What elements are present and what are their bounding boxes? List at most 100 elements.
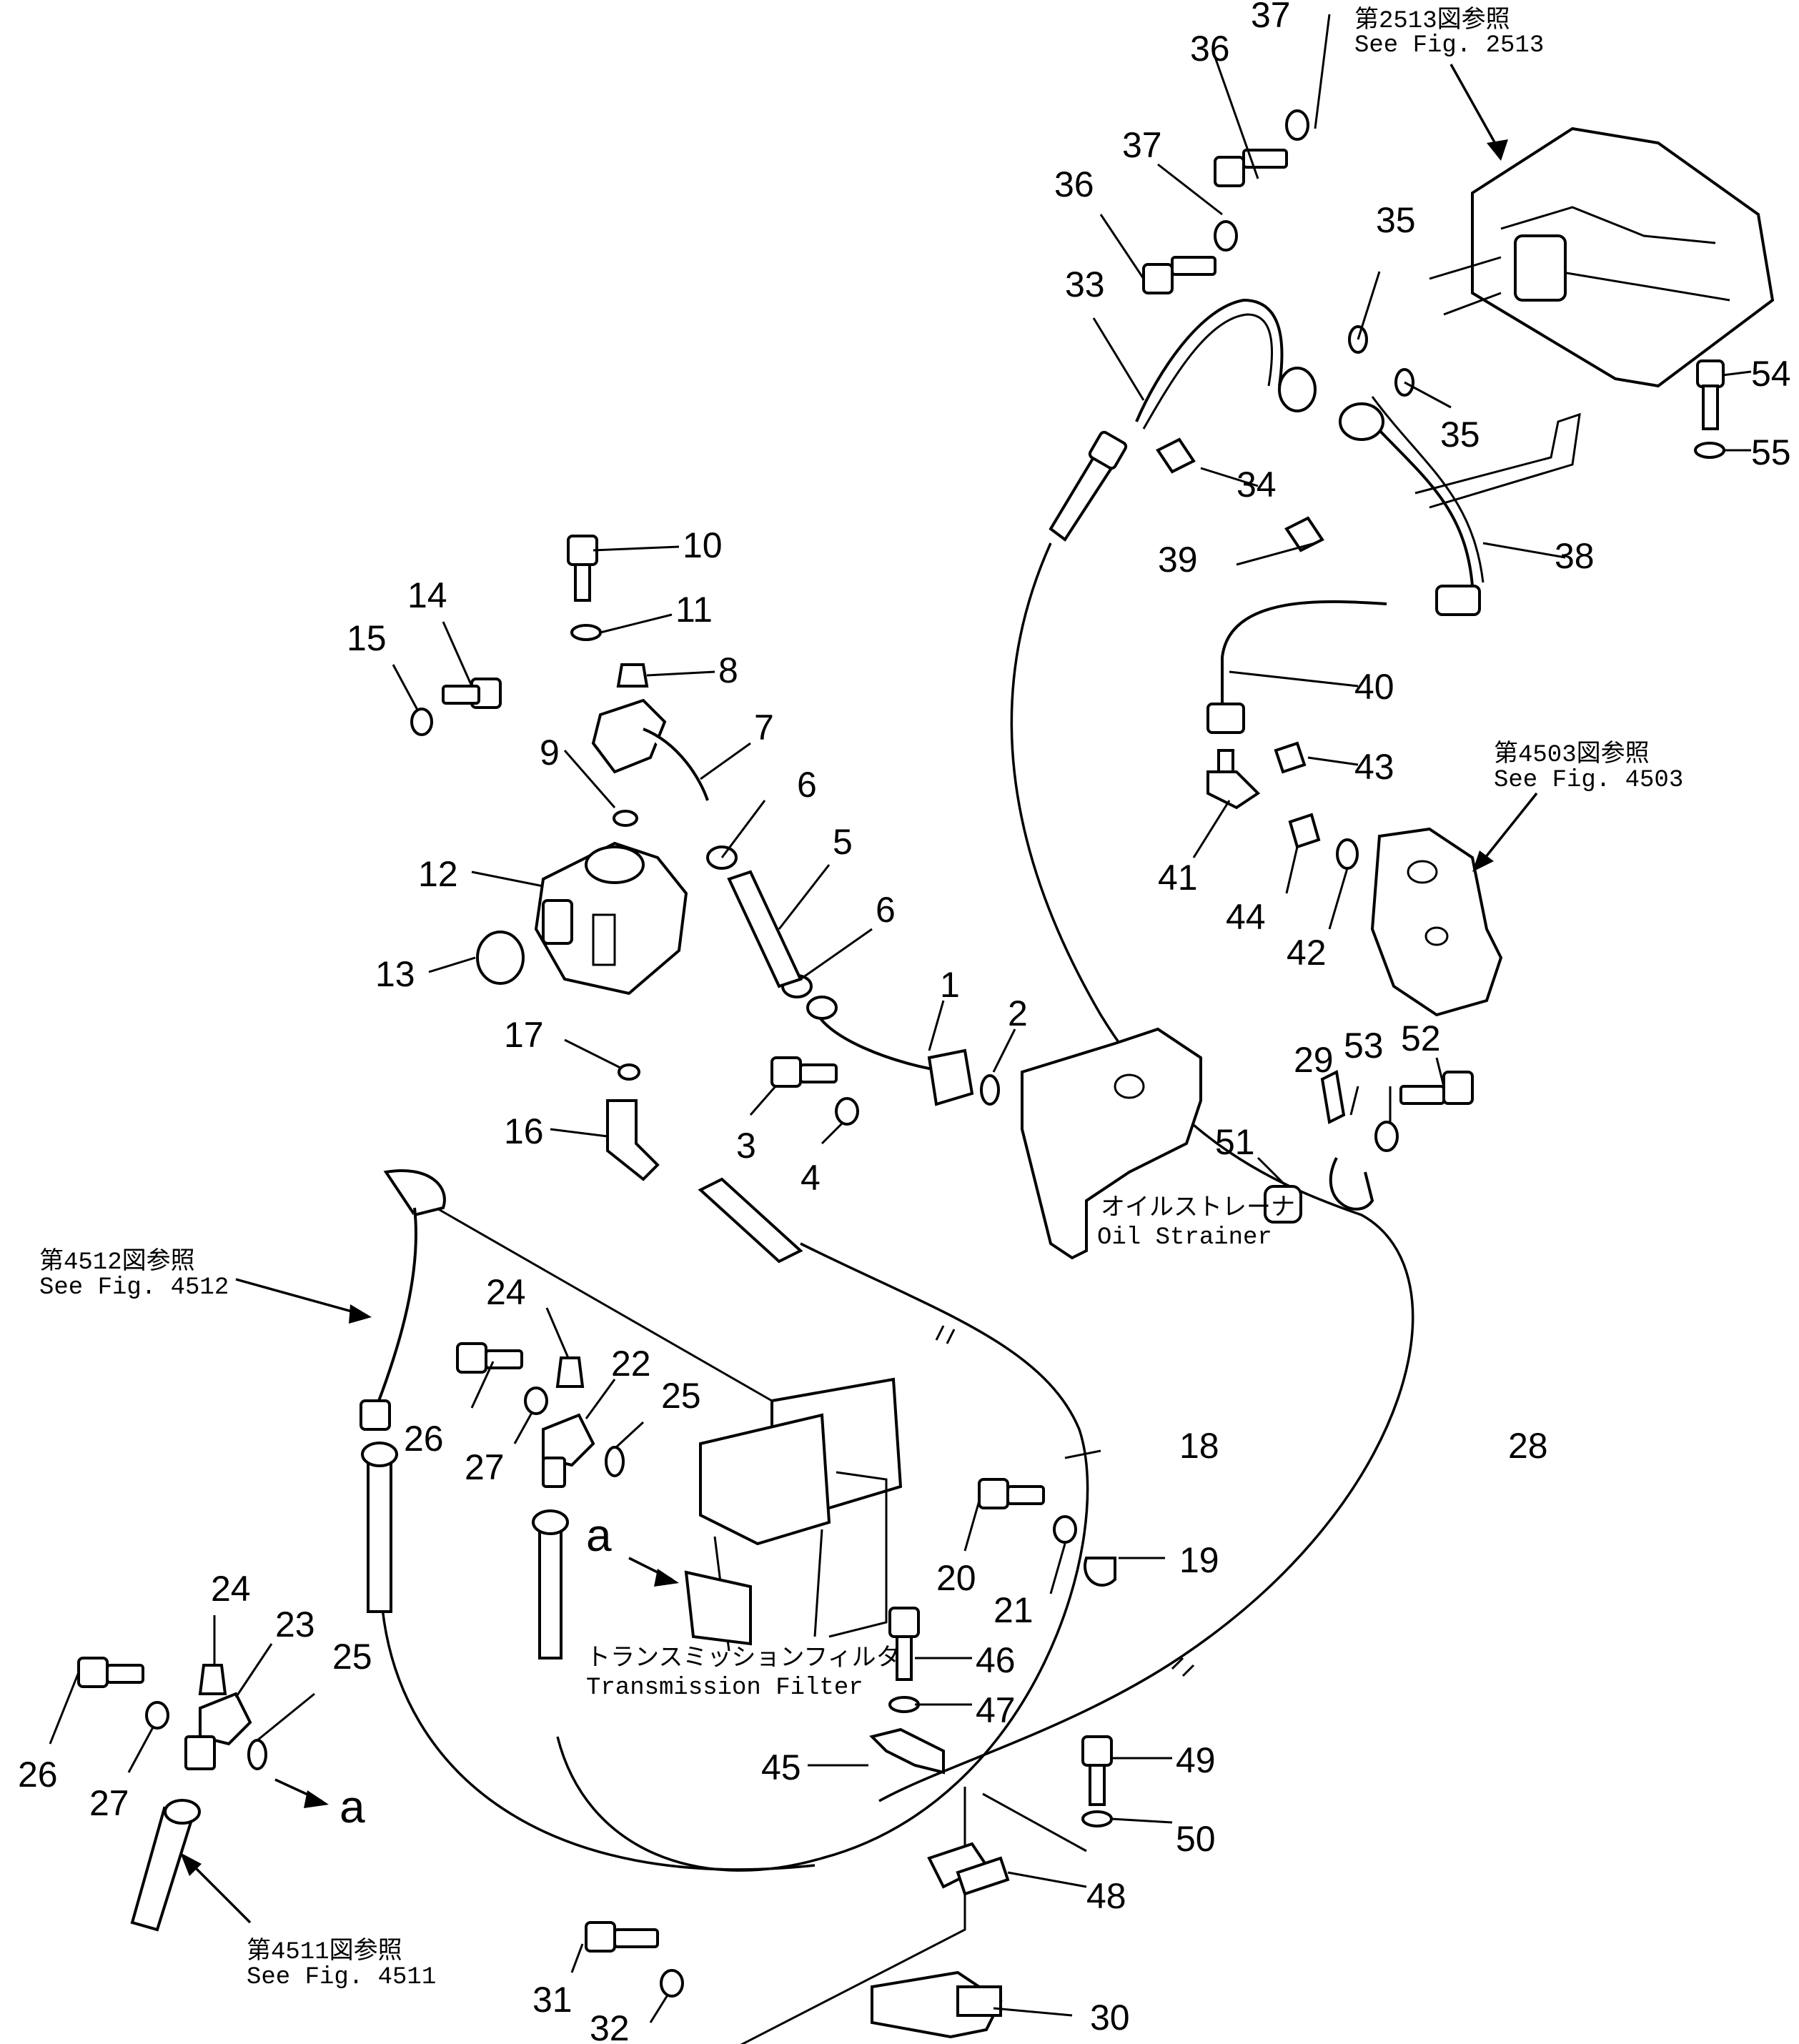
ref-2513-jp: 第2513図参照 <box>1354 6 1510 35</box>
callout-49: 49 <box>1176 1740 1216 1780</box>
callout-19: 19 <box>1179 1540 1219 1580</box>
clamp-45 <box>869 1727 945 1775</box>
callout-13: 13 <box>375 954 415 994</box>
plug-51 <box>1264 1185 1302 1224</box>
clamp-48 <box>927 1842 1010 1896</box>
fittings-34-39 <box>1156 437 1324 552</box>
pipe-4512 <box>360 1169 446 1431</box>
ref-4512-en: See Fig. 4512 <box>39 1274 229 1301</box>
callout-28: 28 <box>1508 1426 1548 1466</box>
callout-16: 16 <box>504 1111 544 1151</box>
fitting-8 <box>616 663 649 688</box>
callout-51: 51 <box>1215 1122 1255 1162</box>
ref-2513-en: See Fig. 2513 <box>1354 32 1544 59</box>
callout-41: 41 <box>1158 858 1198 898</box>
callout-2: 2 <box>1008 993 1028 1033</box>
callout-37: 37 <box>1122 125 1162 165</box>
leader-lines <box>49 14 1752 2023</box>
hose-end-upper <box>698 1177 803 1264</box>
mark-a-lower: a <box>340 1781 365 1832</box>
bolt-3-washer-4 <box>770 1056 859 1126</box>
mark-a-upper: a <box>586 1509 612 1561</box>
callout-22: 22 <box>611 1344 651 1384</box>
bolt-10-washer-11 <box>567 535 602 641</box>
callout-30: 30 <box>1090 1998 1130 2038</box>
callout-36: 36 <box>1190 29 1230 69</box>
callout-25: 25 <box>661 1376 701 1416</box>
hose-40 <box>1206 600 1387 734</box>
oil-strainer-jp: オイルストレーナ <box>1101 1195 1295 1223</box>
callout-6: 6 <box>876 890 896 930</box>
bolt-26-upper-washer-27 <box>456 1342 548 1415</box>
callout-1: 1 <box>940 965 960 1005</box>
bolt-14-washer-15 <box>410 678 502 736</box>
bolt-54 <box>1694 359 1725 459</box>
transmission-filter <box>684 1377 903 1652</box>
callout-6: 6 <box>797 765 817 805</box>
callout-50: 50 <box>1176 1819 1216 1859</box>
callout-14: 14 <box>407 575 447 615</box>
connection-marks: a a <box>340 1509 612 1832</box>
callout-44: 44 <box>1226 897 1266 937</box>
callout-40: 40 <box>1354 667 1394 707</box>
tube-33 <box>1135 298 1384 441</box>
transmission-housing <box>1429 126 1775 388</box>
callout-53: 53 <box>1344 1026 1384 1066</box>
component-labels: オイルストレーナ Oil Strainer トランスミッションフィルタ Tran… <box>586 1195 1295 1702</box>
elbow-23-lower <box>184 1664 252 1770</box>
callout-52: 52 <box>1401 1018 1441 1058</box>
bolt-31-washer-32 <box>585 1921 684 1998</box>
oring-25-upper <box>605 1446 625 1477</box>
callout-27: 27 <box>465 1447 505 1487</box>
callout-25: 25 <box>332 1637 372 1677</box>
callout-37: 37 <box>1251 0 1291 35</box>
oring-2 <box>980 1074 1000 1106</box>
callout-33: 33 <box>1065 264 1105 304</box>
callout-4: 4 <box>801 1158 821 1198</box>
trans-filter-en: Transmission Filter <box>586 1675 863 1702</box>
oring-25-lower <box>247 1739 267 1770</box>
oil-strainer <box>1021 1027 1202 1260</box>
bolt-49-washer-50 <box>1081 1735 1113 1827</box>
oring-13 <box>476 931 525 985</box>
bolt-26-lower-washer-27 <box>77 1657 169 1730</box>
callout-35: 35 <box>1440 415 1480 455</box>
oring-9 <box>613 810 638 827</box>
callout-7: 7 <box>754 708 774 748</box>
callout-20: 20 <box>936 1558 976 1598</box>
trans-filter-jp: トランスミッションフィルタ <box>586 1644 901 1673</box>
callout-24: 24 <box>486 1272 526 1312</box>
callout-10: 10 <box>683 525 723 565</box>
callout-36: 36 <box>1054 164 1094 204</box>
reference-labels: 第2513図参照 See Fig. 2513 第4503図参照 See Fig.… <box>39 6 1683 1991</box>
valve-4503 <box>1370 827 1503 1017</box>
callout-21: 21 <box>993 1590 1034 1630</box>
hose-5 <box>727 870 803 988</box>
callout-34: 34 <box>1236 465 1277 505</box>
pipe-4511 <box>130 1799 201 1932</box>
callout-17: 17 <box>504 1015 544 1055</box>
ref-4511-en: See Fig. 4511 <box>247 1964 436 1991</box>
callout-15: 15 <box>347 618 387 658</box>
callout-5: 5 <box>833 822 853 862</box>
hose-33-end <box>1049 430 1128 542</box>
washers-37 <box>1214 109 1309 252</box>
callout-55: 55 <box>1751 432 1791 472</box>
callout-39: 39 <box>1158 540 1198 580</box>
plug-43-44-oring-42 <box>1274 741 1359 870</box>
callout-32: 32 <box>590 2008 630 2044</box>
callout-8: 8 <box>718 650 738 690</box>
callout-26: 26 <box>404 1419 444 1459</box>
callout-3: 3 <box>736 1126 756 1166</box>
clamp-19 <box>1084 1557 1116 1587</box>
flange-7 <box>591 698 709 801</box>
callout-45: 45 <box>761 1747 801 1787</box>
bracket-38 <box>1414 412 1581 509</box>
bracket-30 <box>871 1970 1003 2039</box>
callout-54: 54 <box>1751 354 1791 394</box>
callout-18: 18 <box>1179 1426 1219 1466</box>
callout-12: 12 <box>418 854 458 894</box>
reference-arrows <box>180 64 1538 1924</box>
callout-9: 9 <box>540 733 560 773</box>
